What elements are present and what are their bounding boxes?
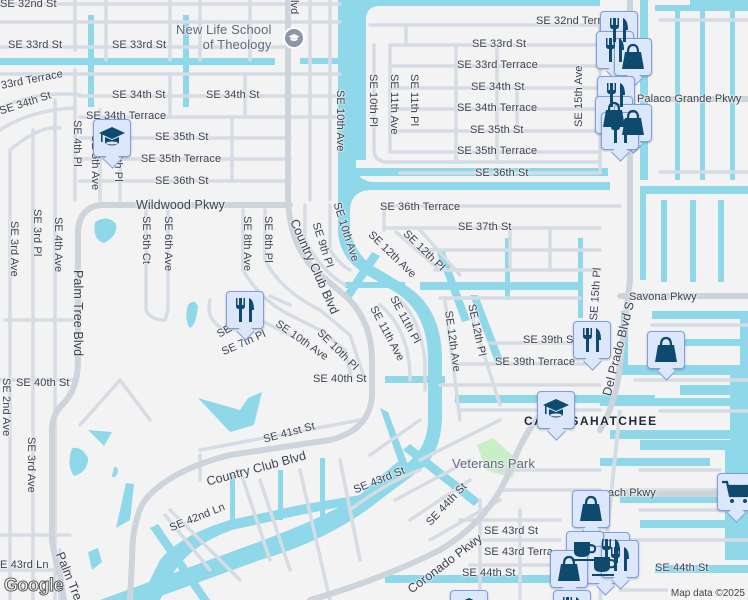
- fork-knife-icon: [611, 547, 629, 571]
- street-label: SE 33rd St: [472, 38, 527, 50]
- street-label: SE 3rd Pl: [31, 209, 43, 257]
- street-label: SE 10th Ave: [334, 90, 346, 152]
- grocery-marker[interactable]: [717, 473, 748, 511]
- street-label: lvd: [288, 0, 300, 15]
- street-label: ach Pkwy: [608, 487, 656, 499]
- street-label: SE 43rd Terra: [484, 546, 553, 558]
- fork-knife-icon: [606, 38, 624, 62]
- street-label: SE 32nd Terr: [536, 15, 602, 27]
- street-label: SE 37th St: [458, 221, 512, 233]
- fork-knife-icon: [236, 298, 254, 322]
- shopping-bag-icon: [622, 43, 644, 69]
- major-roads: [49, 0, 748, 600]
- street-label: SE 34th Terrace: [457, 102, 538, 114]
- street-label: SE 35th St: [155, 131, 209, 143]
- school-marker[interactable]: [537, 391, 575, 429]
- street-label: SE 34th St: [112, 89, 166, 101]
- street-label: SE 5th Ct: [140, 216, 152, 264]
- graduation-cap-icon: [288, 34, 300, 41]
- shopping-bag-icon: [558, 555, 580, 581]
- street-label: SE 4th Ave: [52, 217, 64, 273]
- street-label: SE 40th St: [313, 373, 367, 385]
- street-label: SE 3rd Ave: [8, 221, 20, 277]
- street-label: SE 3rd Ave: [25, 437, 37, 493]
- street-label: SE 15th Ave: [573, 65, 585, 127]
- restaurant-marker[interactable]: [601, 540, 639, 578]
- street-label: SE 8th Pl: [262, 216, 274, 263]
- graduation-cap-icon: [99, 127, 125, 146]
- shopping-marker[interactable]: [614, 38, 652, 76]
- street-label: SE 35th St: [470, 124, 524, 136]
- poi-label-school: New Life School of Theology: [176, 22, 272, 52]
- shopping-marker[interactable]: [572, 490, 610, 528]
- street-label: SE 33rd Terrace: [457, 59, 538, 71]
- street-label: SE 40th St: [16, 377, 70, 389]
- school-marker[interactable]: [93, 119, 131, 157]
- school-marker[interactable]: [450, 590, 488, 600]
- street-label: SE 2nd Ave: [0, 378, 12, 437]
- street-label: SE 32nd St: [0, 0, 57, 10]
- street-label: SE 43rd St: [484, 525, 539, 537]
- restaurant-marker[interactable]: [573, 321, 611, 359]
- graduation-cap-icon: [464, 598, 474, 600]
- street-label: SE 36th St: [155, 175, 209, 187]
- shopping-bag-icon: [655, 336, 677, 362]
- street-label: SE 8th Ave: [241, 216, 253, 272]
- shopping-cart-icon: [722, 480, 748, 503]
- street-label: SE 44th St: [655, 562, 709, 574]
- street-label: SE 36th Terrace: [380, 201, 461, 213]
- fork-knife-icon: [563, 597, 580, 600]
- street-label: SE 44th St: [462, 567, 516, 579]
- fork-knife-icon: [583, 328, 601, 352]
- street-label: SE 39th St: [523, 334, 577, 346]
- school-poi-pin[interactable]: [283, 27, 305, 49]
- street-label: SE 11th Pl: [408, 74, 420, 127]
- street-label: Palaco Grande Pkwy: [637, 93, 742, 105]
- street-label: SE 6th Ave: [162, 216, 174, 272]
- restaurant-marker[interactable]: [226, 291, 264, 329]
- fork-knife-icon: [610, 18, 628, 42]
- street-label: Wildwood Pkwy: [136, 198, 225, 212]
- street-label: E 43rd Ln: [0, 559, 49, 571]
- shopping-marker[interactable]: [550, 550, 588, 588]
- shopping-bag-icon: [580, 495, 602, 521]
- street-label: SE 36th St: [475, 167, 529, 179]
- fork-knife-icon: [607, 83, 625, 107]
- street-label: SE 10th Pl: [367, 74, 379, 127]
- restaurant-marker[interactable]: [553, 590, 591, 600]
- street-label: Palm Tree Blvd: [71, 270, 85, 357]
- map-attribution[interactable]: Map data ©2025: [667, 587, 748, 600]
- graduation-cap-icon: [543, 399, 569, 418]
- street-label: SE 35th Terrace: [457, 145, 538, 157]
- street-label: SE 34th St: [471, 81, 525, 93]
- park-label: Veterans Park: [452, 456, 535, 471]
- street-label: SE 34th St: [206, 89, 260, 101]
- street-label: SE 33rd St: [112, 39, 167, 51]
- street-label: SE 39th Terrace: [495, 356, 576, 368]
- street-label: SE 33rd St: [8, 39, 63, 51]
- street-label: SE 35th Terrace: [141, 153, 222, 165]
- street-label: Savona Pkwy: [629, 291, 697, 303]
- street-label: SE 4th Pl: [71, 120, 83, 167]
- fork-knife-icon: [611, 119, 629, 143]
- street-label: SE 11th Ave: [388, 74, 400, 135]
- shopping-marker[interactable]: [647, 331, 685, 369]
- google-logo: Google: [4, 575, 65, 596]
- coffee-cup-icon: [572, 542, 597, 561]
